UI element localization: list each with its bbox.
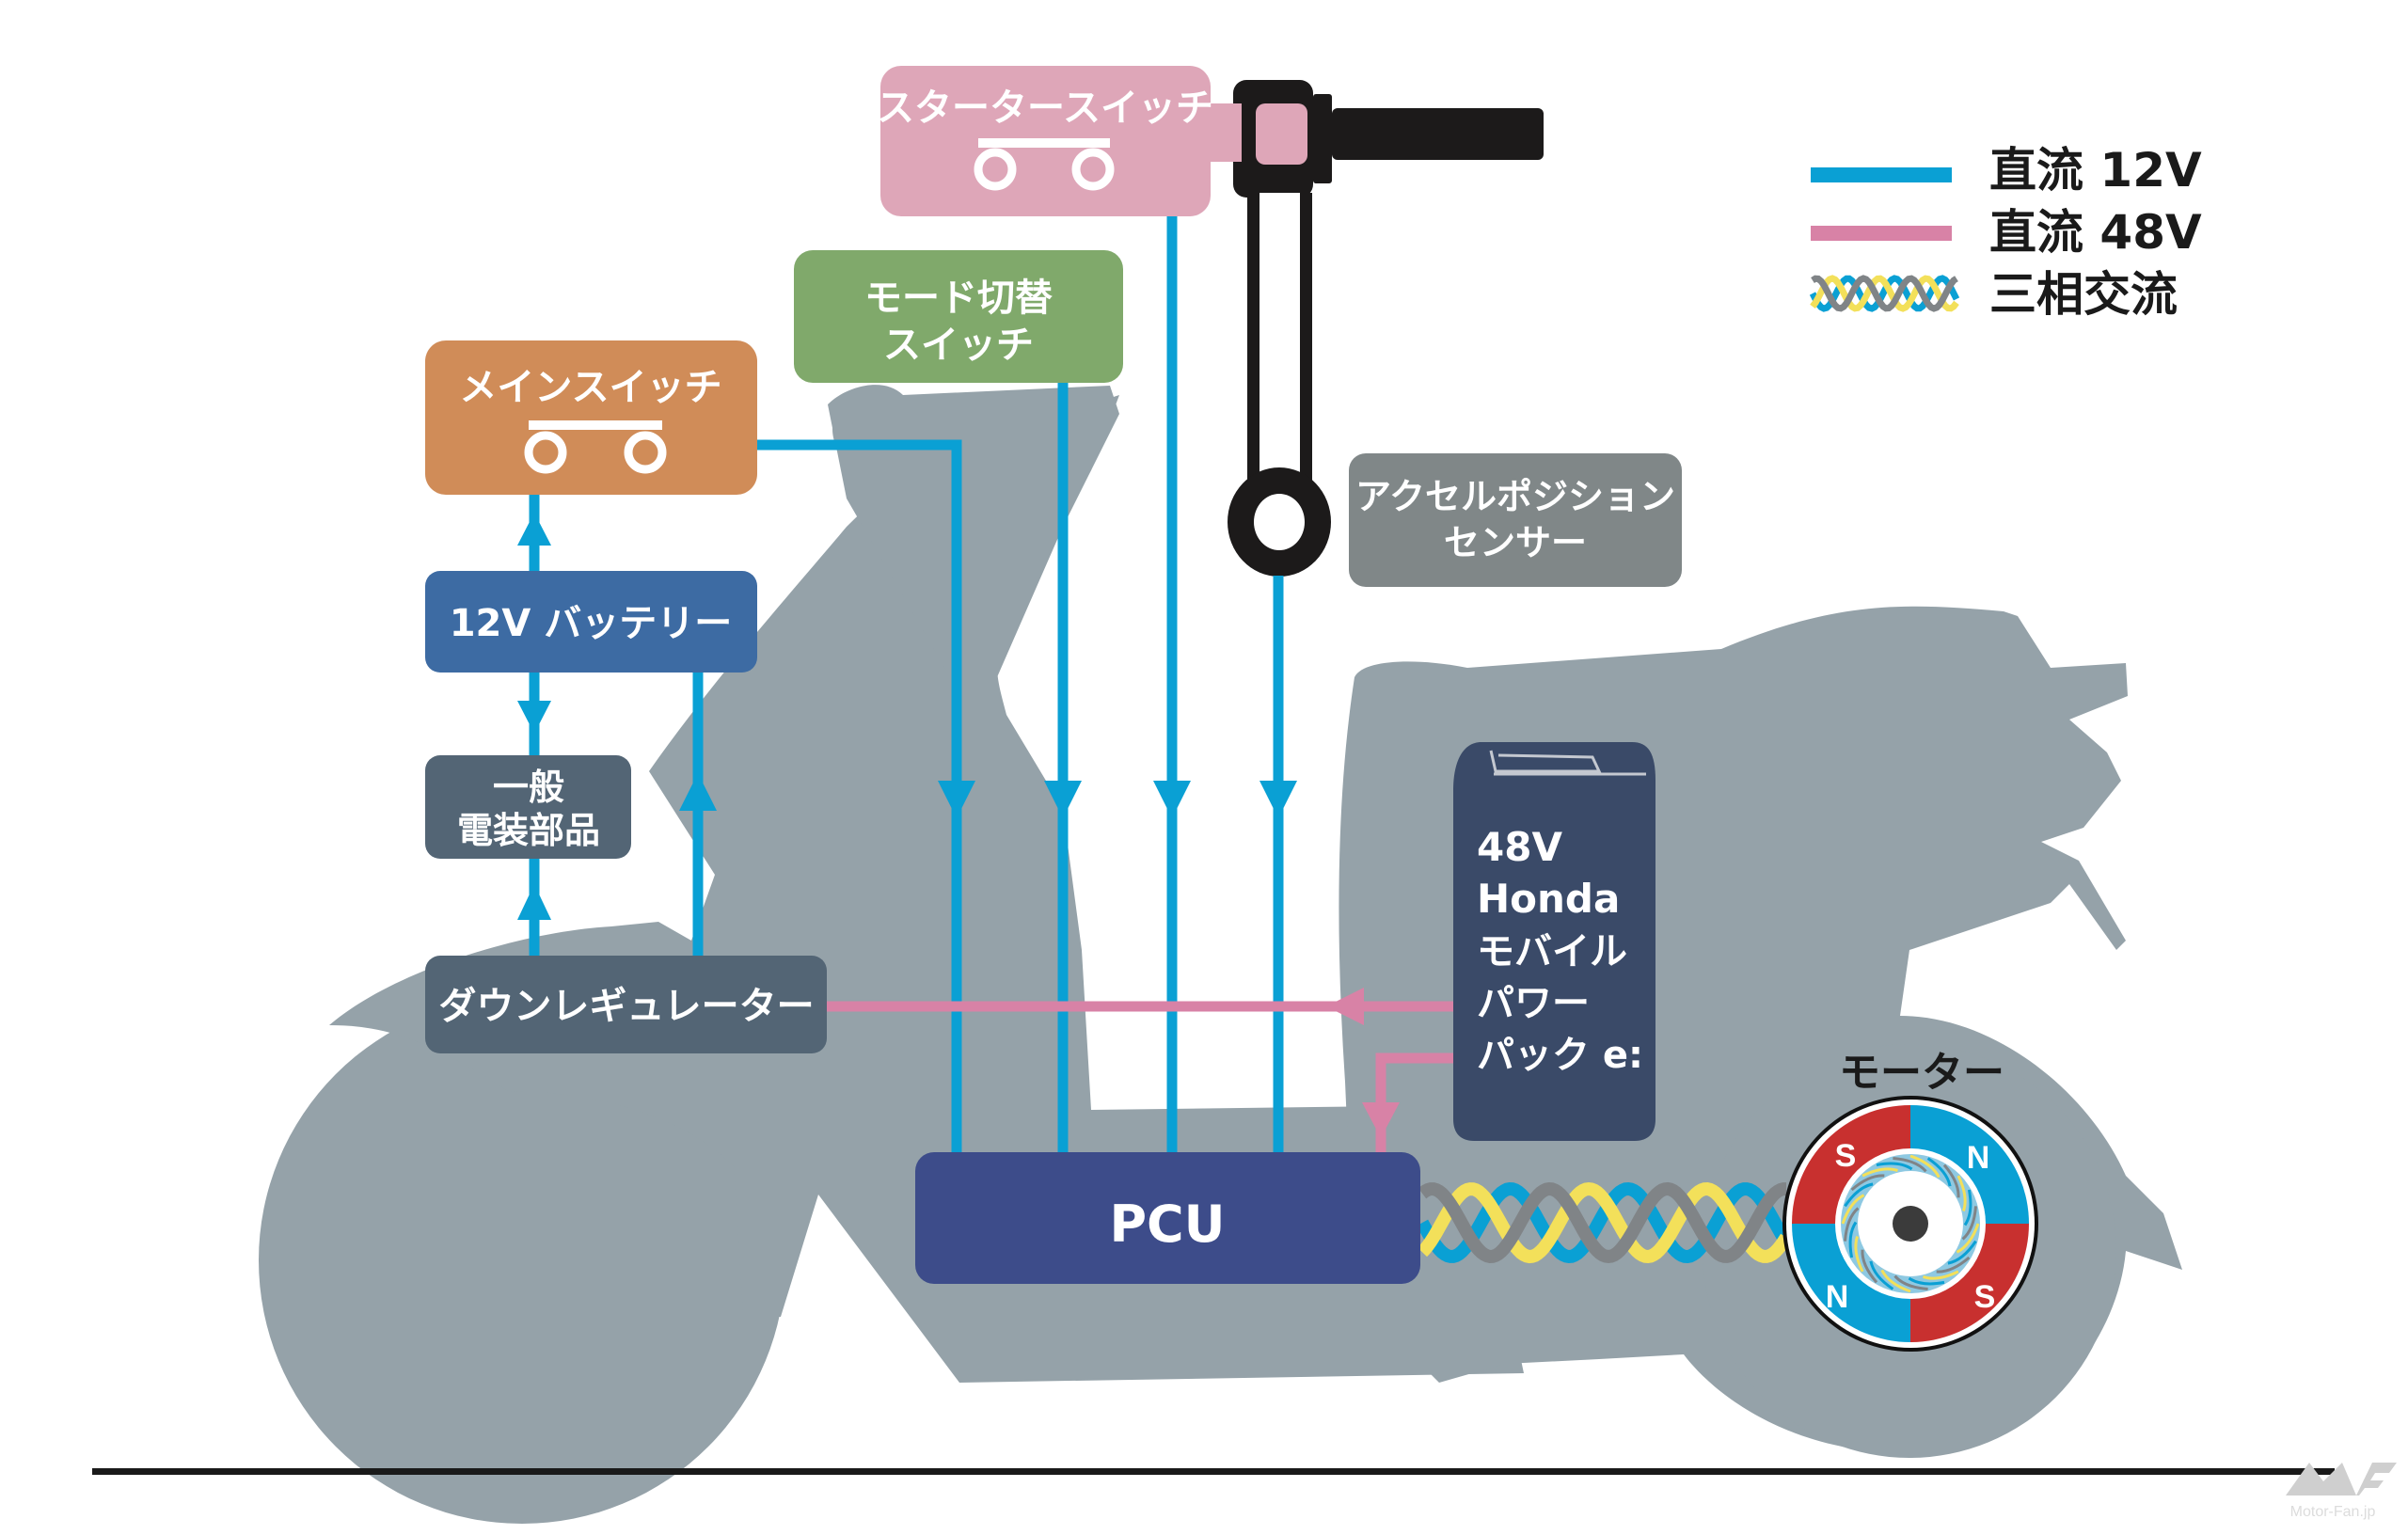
ac-phase-w-wire bbox=[1418, 1181, 1786, 1264]
legend-label-dc12v: 直流 12V bbox=[1989, 143, 2202, 198]
mode-switch-box: モード切替 スイッチ bbox=[794, 250, 1123, 383]
coil-winding-stroke bbox=[1893, 1157, 1927, 1173]
arrow-down-icon bbox=[1259, 781, 1297, 818]
front-body bbox=[329, 395, 1524, 1383]
arrow-left-icon bbox=[1326, 988, 1364, 1025]
handlebar-icon bbox=[1228, 80, 1544, 577]
coil-winding-stroke bbox=[1923, 1270, 1959, 1280]
coil-winding-stroke bbox=[1850, 1174, 1885, 1192]
coil-winding-stroke bbox=[1848, 1221, 1858, 1258]
pole-label-s-top: S bbox=[1835, 1138, 1857, 1174]
coil-winding-stroke bbox=[1893, 1274, 1928, 1290]
battery-12v-label: 12V バッテリー bbox=[450, 602, 733, 645]
accel-sensor-label-line1: アクセルポジション bbox=[1355, 476, 1675, 517]
general-electrics-label-line1: 一般 bbox=[493, 767, 564, 808]
starter-switch-box: スタータースイッチ bbox=[877, 66, 1242, 216]
steering-column bbox=[828, 385, 1119, 677]
down-regulator-box: ダウンレギュレーター bbox=[425, 956, 827, 1053]
switch-symbol-icon bbox=[524, 420, 667, 474]
starter-switch-label: スタータースイッチ bbox=[877, 87, 1213, 130]
general-electrics-box: 一般 電装部品 bbox=[425, 755, 631, 859]
coil-winding-stroke bbox=[1869, 1260, 1894, 1290]
coil-winding-stroke bbox=[1841, 1194, 1865, 1225]
legend: 直流 12V 直流 48V 三相交流 bbox=[1809, 143, 2202, 322]
wires-3phase-ac bbox=[1416, 1181, 1792, 1264]
down-regulator-label: ダウンレギュレーター bbox=[438, 985, 814, 1028]
motorfan-logo-icon bbox=[2286, 1463, 2397, 1495]
watermark-text: Motor-Fan.jp bbox=[2290, 1504, 2376, 1520]
power-pack-label-line1: 48V bbox=[1477, 824, 1562, 870]
pcu-label: PCU bbox=[1109, 1195, 1225, 1254]
main-switch-box: メインスイッチ bbox=[425, 340, 757, 495]
scooter-silhouette bbox=[259, 385, 2182, 1524]
motor-label: モーター bbox=[1839, 1049, 2004, 1097]
coil-winding-stroke bbox=[1956, 1175, 1967, 1211]
coil-winding-stroke bbox=[1880, 1269, 1911, 1293]
arrow-down-icon bbox=[1153, 781, 1191, 818]
mode-switch-label-line2: スイッチ bbox=[883, 324, 1034, 367]
pcu-box: PCU bbox=[915, 1152, 1420, 1284]
battery-12v-box: 12V バッテリー bbox=[425, 571, 757, 673]
pole-label-n-top: N bbox=[1967, 1140, 1990, 1176]
arrow-up-icon bbox=[517, 884, 551, 920]
legend-ac-phase-v bbox=[1810, 275, 1959, 312]
motor: モーター S N N S bbox=[1782, 1049, 2038, 1352]
legend-swatch-dc12v bbox=[1811, 167, 1952, 182]
ac-phase-v-wire bbox=[1417, 1181, 1792, 1264]
arrow-up-icon bbox=[517, 513, 551, 546]
rotor-shaft-icon bbox=[1893, 1206, 1928, 1242]
pole-label-n-bottom: N bbox=[1826, 1279, 1849, 1315]
power-pack-label-line3: モバイル bbox=[1477, 930, 1627, 973]
wires-12v bbox=[529, 215, 1284, 1155]
wire-main-switch-to-pcu bbox=[757, 439, 962, 1155]
arrow-down-icon bbox=[1362, 1102, 1400, 1138]
legend-swatch-dc48v bbox=[1811, 226, 1952, 241]
power-pack-box: 48V Honda モバイル パワー パック e: bbox=[1453, 742, 1656, 1141]
legend-swatch-ac3 bbox=[1809, 275, 1960, 312]
coil-winding-stroke bbox=[1908, 1276, 1945, 1286]
accel-sensor-label-line2: センサー bbox=[1444, 522, 1587, 563]
legend-label-ac3: 三相交流 bbox=[1989, 267, 2178, 322]
mode-switch-label-line1: モード切替 bbox=[864, 277, 1053, 320]
coil-winding-stroke bbox=[1956, 1223, 1980, 1254]
ground-line bbox=[92, 1468, 2335, 1475]
pole-label-s-bottom: S bbox=[1974, 1279, 1996, 1315]
coil-winding-stroke bbox=[1854, 1236, 1864, 1273]
arrow-down-icon bbox=[1044, 781, 1082, 818]
coil-windings bbox=[1841, 1154, 1980, 1293]
arrows-12v bbox=[517, 513, 1297, 920]
switch-symbol-icon bbox=[974, 138, 1115, 191]
front-wheel bbox=[259, 997, 785, 1524]
legend-label-dc48v: 直流 48V bbox=[1989, 205, 2202, 260]
arrows-48v bbox=[1326, 988, 1400, 1138]
arrow-down-icon bbox=[938, 781, 975, 818]
coil-winding-stroke bbox=[1936, 1256, 1971, 1274]
power-pack-label-line4: パワー bbox=[1477, 982, 1590, 1025]
legend-ac-phase-w bbox=[1811, 275, 1958, 312]
coil-winding-stroke bbox=[1844, 1182, 1874, 1208]
throttle-button bbox=[1256, 103, 1307, 165]
coil-winding-stroke bbox=[1909, 1154, 1941, 1179]
power-pack-label-line2: Honda bbox=[1477, 876, 1620, 922]
coil-winding-stroke bbox=[1926, 1157, 1952, 1187]
general-electrics-label-line2: 電装部品 bbox=[457, 810, 600, 851]
main-switch-label: メインスイッチ bbox=[459, 366, 721, 409]
coil-winding-stroke bbox=[1963, 1189, 1972, 1226]
coil-winding-stroke bbox=[1861, 1167, 1898, 1178]
coil-winding-stroke bbox=[1844, 1207, 1860, 1242]
coil-winding-stroke bbox=[1942, 1163, 1960, 1198]
coil-winding-stroke bbox=[1861, 1249, 1878, 1284]
accel-sensor-box: アクセルポジション センサー bbox=[1349, 453, 1682, 587]
arrow-down-icon bbox=[517, 701, 551, 734]
power-pack-label-line5: パック e: bbox=[1477, 1034, 1643, 1077]
arrow-up-icon bbox=[679, 773, 717, 811]
watermark: Motor-Fan.jp bbox=[2286, 1463, 2397, 1520]
handle-icon bbox=[1489, 750, 1602, 773]
coil-winding-stroke bbox=[1947, 1240, 1977, 1265]
coil-winding-stroke bbox=[1876, 1162, 1913, 1171]
coil-winding-stroke bbox=[1961, 1206, 1977, 1241]
